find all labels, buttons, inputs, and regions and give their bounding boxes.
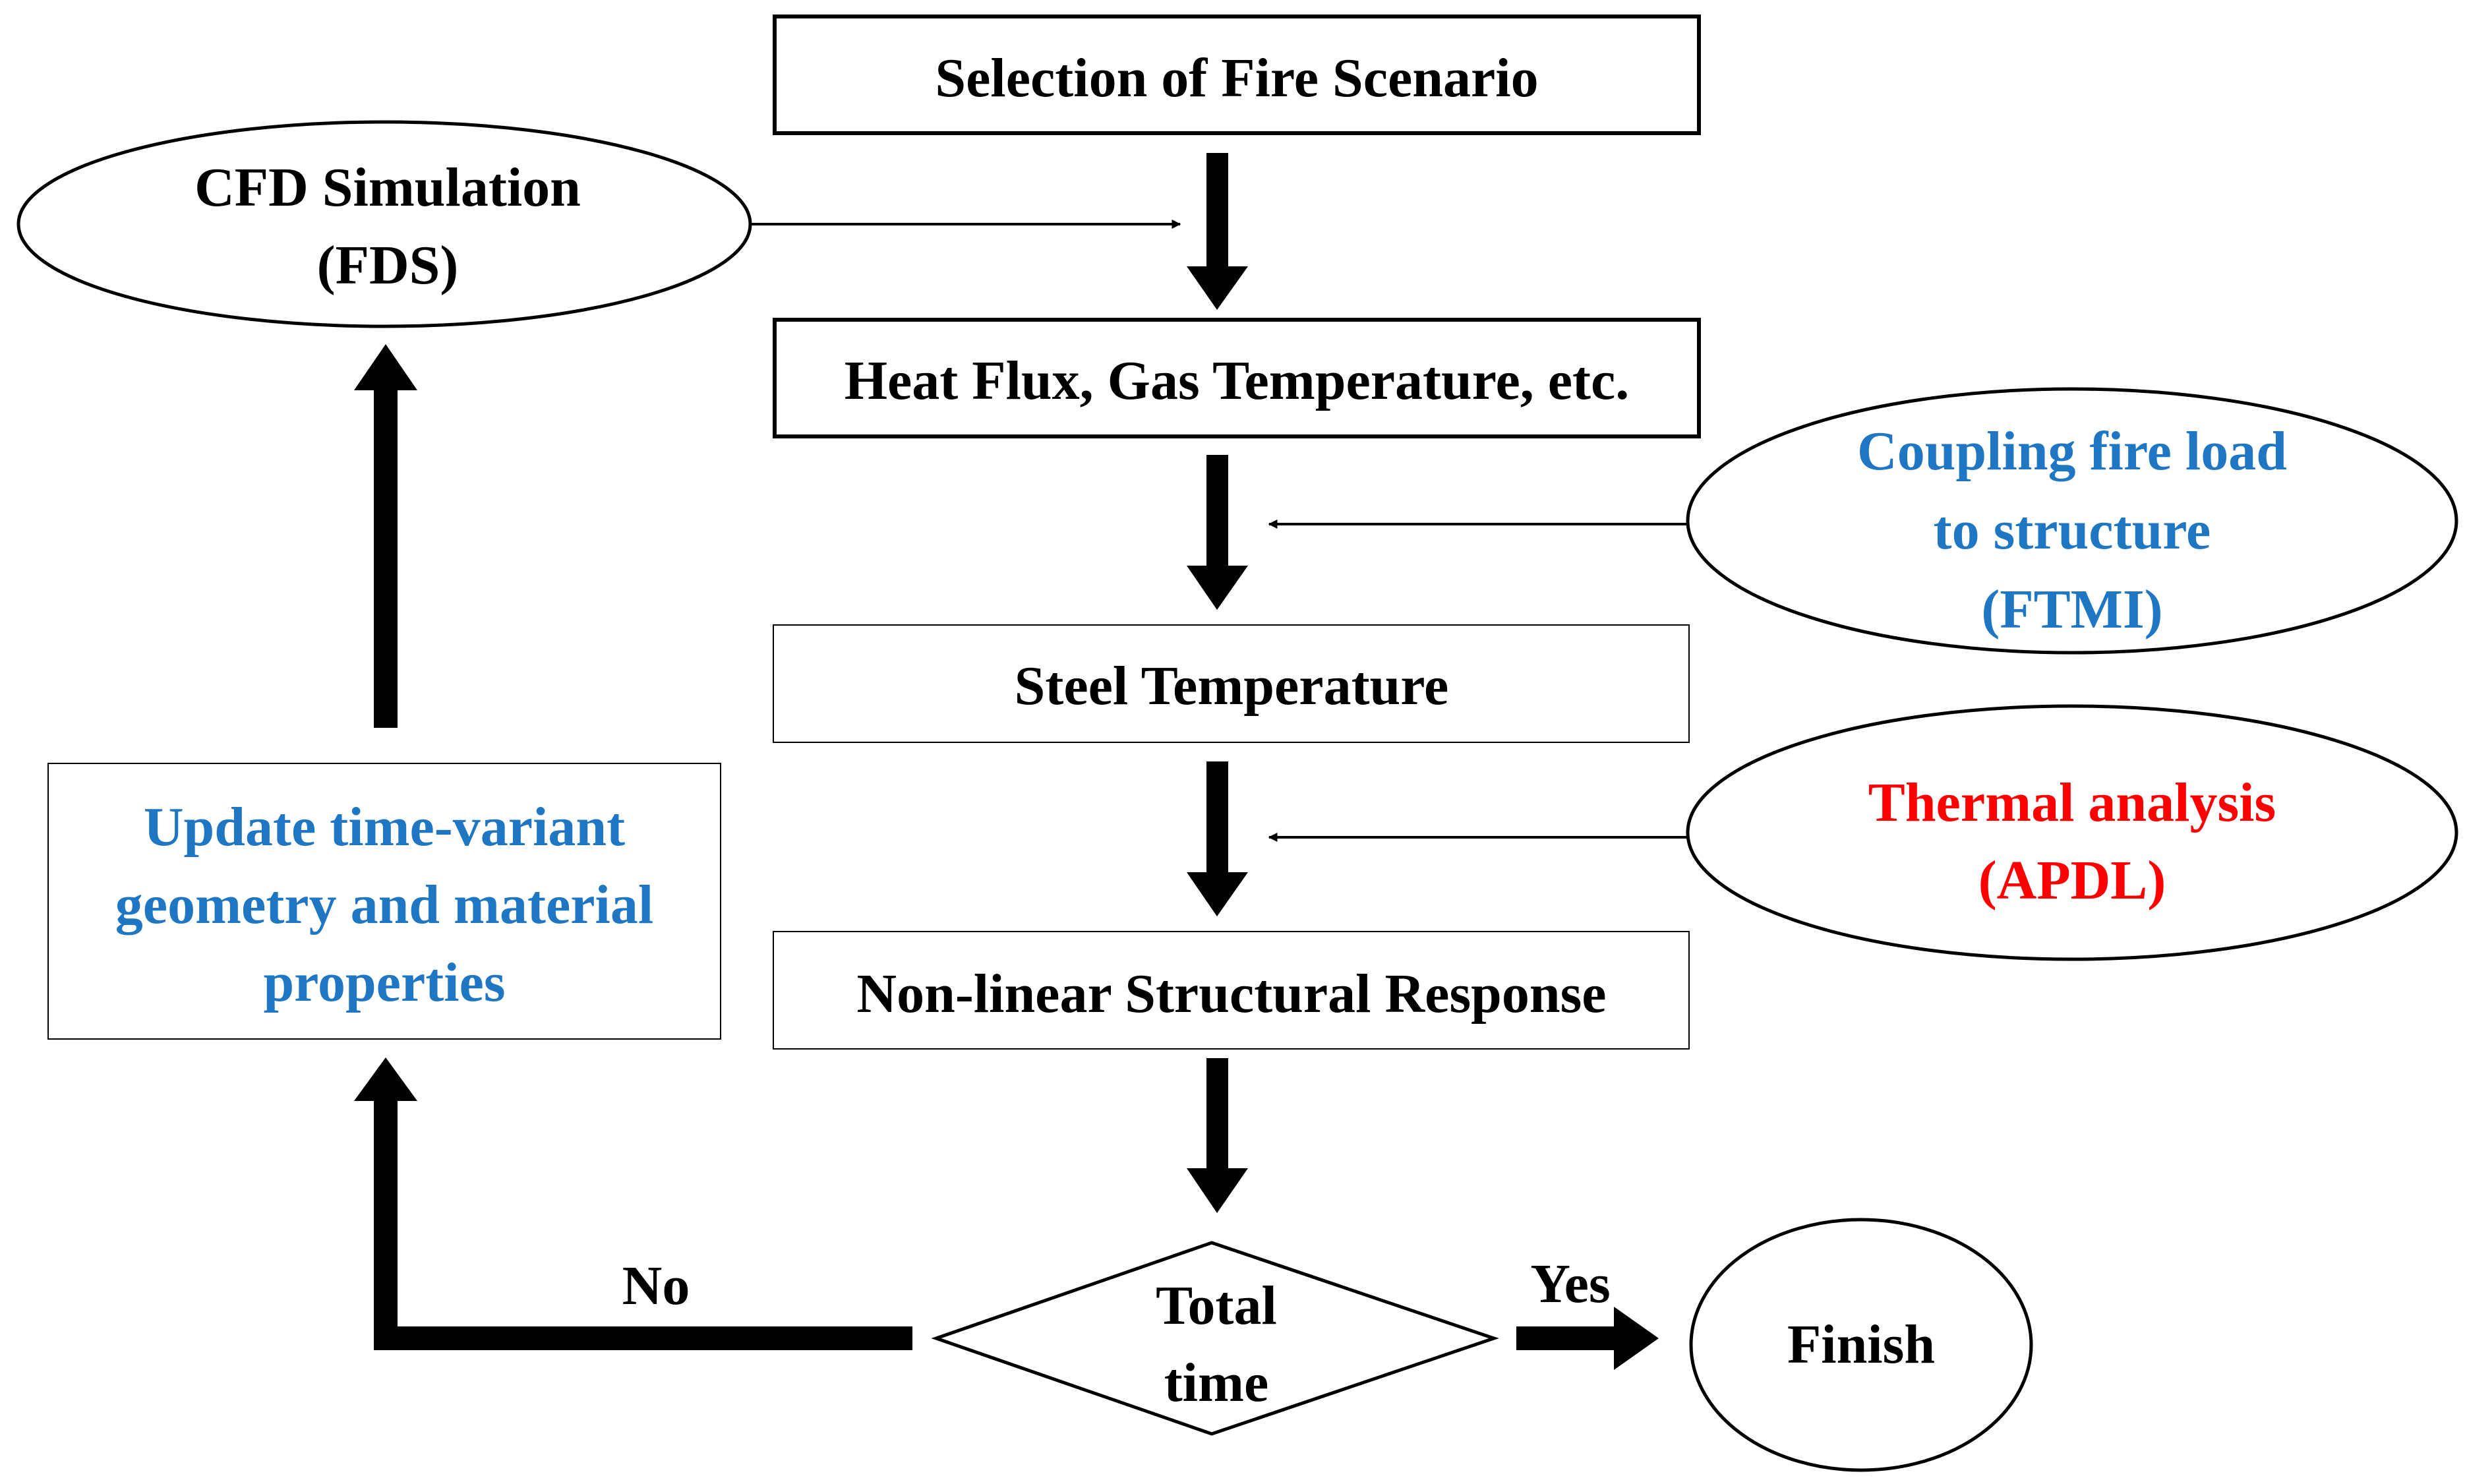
update-label-line2: geometry and material [115,874,653,935]
steel-temp-label: Steel Temperature [1015,655,1449,717]
heat-flux-label: Heat Flux, Gas Temperature, etc. [845,350,1630,411]
steel-temp-box [773,624,1690,743]
thermal-label-line2: (APDL) [1978,850,2166,911]
no-path-arrow [354,1057,912,1350]
thermal-label-line1: Thermal analysis [1868,772,2276,833]
heat-flux-box [773,318,1701,438]
yes-label: Yes [1530,1253,1610,1315]
coupling-ellipse [1686,387,2458,655]
selection-box [773,15,1701,135]
finish-ellipse [1689,1218,2033,1472]
nonlinear-box [773,931,1690,1050]
yes-path-arrow [1516,1307,1659,1370]
down-arrow-nonlinear-to-decision [1187,1058,1248,1213]
update-label-line1: Update time-variant [144,796,625,858]
down-arrow-heatflux-to-steel [1187,455,1248,610]
update-to-cfd-arrow [354,344,417,728]
total-time-diamond [931,1241,1499,1436]
coupling-label-line1: Coupling fire load [1857,421,2287,482]
total-time-label-line1: Total [1156,1275,1277,1336]
update-label-line3: properties [263,952,505,1013]
total-time-label-line2: time [1164,1352,1269,1413]
selection-label: Selection of Fire Scenario [935,47,1538,109]
coupling-label-line2: to structure [1934,500,2211,561]
thermal-ellipse [1686,704,2458,961]
finish-label: Finish [1787,1314,1935,1375]
no-label: No [622,1255,690,1317]
cfd-ellipse [16,120,752,328]
cfd-label-line2: (FDS) [317,235,459,296]
coupling-label-line3: (FTMI) [1981,579,2162,640]
down-arrow-steel-to-nonlinear [1187,761,1248,916]
update-box [47,763,721,1040]
cfd-label-line1: CFD Simulation [194,157,581,218]
down-arrow-selection-to-heatflux [1187,153,1248,310]
nonlinear-label: Non-linear Structural Response [856,963,1606,1024]
